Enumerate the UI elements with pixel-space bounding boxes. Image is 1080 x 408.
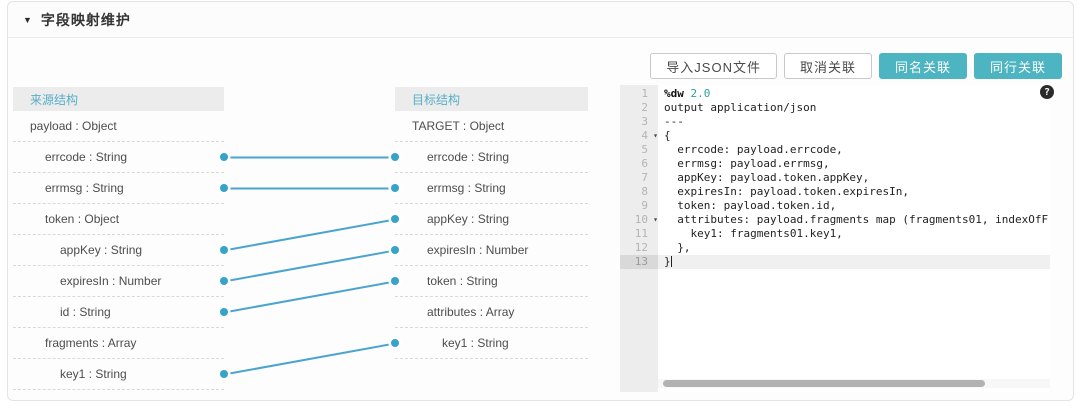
target-field-row[interactable]: errcode : String: [395, 142, 588, 173]
target-panel-title: 目标结构: [395, 87, 588, 111]
target-field-row[interactable]: token : String: [395, 266, 588, 297]
field-label: appKey : String: [60, 243, 142, 257]
line-number: 2: [620, 101, 658, 115]
target-field-row[interactable]: TARGET : Object: [395, 111, 588, 142]
same-name-association-button[interactable]: 同名关联: [879, 53, 967, 79]
connector-dot[interactable]: [220, 370, 228, 378]
code-line[interactable]: key1: fragments01.key1,: [658, 227, 1050, 241]
connector-dot[interactable]: [220, 277, 228, 285]
field-label: token : Object: [45, 212, 119, 226]
code-line[interactable]: {: [658, 129, 1050, 143]
code-line[interactable]: token: payload.token.id,: [658, 199, 1050, 213]
target-field-row[interactable]: errmsg : String: [395, 173, 588, 204]
horizontal-scrollbar-thumb[interactable]: [663, 380, 985, 387]
field-label: errcode : String: [427, 150, 509, 164]
field-label: key1 : String: [442, 336, 509, 350]
same-row-association-button[interactable]: 同行关联: [974, 53, 1062, 79]
source-panel-title: 来源结构: [13, 87, 224, 111]
dataweave-code-editor[interactable]: 1234▾5678910▾111213 %dw 2.0output applic…: [620, 85, 1050, 392]
source-rows: payload : Object errcode : String errmsg…: [13, 111, 224, 390]
code-line[interactable]: attributes: payload.fragments map (fragm…: [658, 213, 1050, 227]
source-structure-panel: 来源结构 payload : Object errcode : String e…: [13, 87, 224, 390]
field-label: attributes : Array: [427, 305, 514, 319]
code-line[interactable]: }: [658, 255, 1050, 269]
line-number: 11: [620, 227, 658, 241]
field-label: key1 : String: [60, 367, 127, 381]
editor-gutter: 1234▾5678910▾111213: [620, 85, 658, 392]
field-label: errcode : String: [45, 150, 127, 164]
source-field-row[interactable]: errmsg : String: [13, 173, 224, 204]
line-number: 7: [620, 171, 658, 185]
line-number: 8: [620, 185, 658, 199]
field-label: payload : Object: [30, 119, 117, 133]
connector-dot[interactable]: [220, 308, 228, 316]
connector-dot[interactable]: [391, 339, 399, 347]
field-label: expiresIn : Number: [427, 243, 528, 257]
source-field-row[interactable]: fragments : Array: [13, 328, 224, 359]
line-number: 1: [620, 87, 658, 101]
target-rows: TARGET : Object errcode : String errmsg …: [395, 111, 588, 359]
cancel-association-button[interactable]: 取消关联: [784, 53, 872, 79]
code-line[interactable]: },: [658, 241, 1050, 255]
field-label: fragments : Array: [45, 336, 136, 350]
collapse-caret-icon[interactable]: ▼: [23, 15, 32, 25]
line-number: 3: [620, 115, 658, 129]
code-line[interactable]: errcode: payload.errcode,: [658, 143, 1050, 157]
connector-dot[interactable]: [391, 277, 399, 285]
line-number: 12: [620, 241, 658, 255]
section-header: ▼ 字段映射维护: [8, 2, 1073, 38]
field-label: errmsg : String: [45, 181, 124, 195]
code-line[interactable]: output application/json: [658, 101, 1050, 115]
help-icon[interactable]: ?: [1040, 85, 1054, 99]
line-number: 6: [620, 157, 658, 171]
target-structure-panel: 目标结构 TARGET : Object errcode : String er…: [395, 87, 588, 359]
target-field-row[interactable]: attributes : Array: [395, 297, 588, 328]
code-line[interactable]: ---: [658, 115, 1050, 129]
connector-dot[interactable]: [391, 184, 399, 192]
code-line[interactable]: expiresIn: payload.token.expiresIn,: [658, 185, 1050, 199]
connector-dot[interactable]: [220, 184, 228, 192]
connector-dot[interactable]: [391, 215, 399, 223]
connector-dot[interactable]: [391, 246, 399, 254]
line-number: 5: [620, 143, 658, 157]
line-number: 13: [620, 255, 658, 269]
field-label: errmsg : String: [427, 181, 506, 195]
line-number: 4▾: [620, 129, 658, 143]
line-number: 9: [620, 199, 658, 213]
code-line[interactable]: appKey: payload.token.appKey,: [658, 171, 1050, 185]
target-field-row[interactable]: key1 : String: [395, 328, 588, 359]
text-cursor: [671, 256, 673, 267]
field-label: id : String: [60, 305, 111, 319]
connector-dot[interactable]: [220, 153, 228, 161]
code-line[interactable]: errmsg: payload.errmsg,: [658, 157, 1050, 171]
source-field-row[interactable]: payload : Object: [13, 111, 224, 142]
source-field-row[interactable]: errcode : String: [13, 142, 224, 173]
source-field-row[interactable]: appKey : String: [13, 235, 224, 266]
field-label: token : String: [427, 274, 498, 288]
source-field-row[interactable]: token : Object: [13, 204, 224, 235]
toolbar: 导入JSON文件 取消关联 同名关联 同行关联: [650, 53, 1062, 79]
source-field-row[interactable]: expiresIn : Number: [13, 266, 224, 297]
source-field-row[interactable]: key1 : String: [13, 359, 224, 390]
target-field-row[interactable]: expiresIn : Number: [395, 235, 588, 266]
connector-dot[interactable]: [220, 246, 228, 254]
editor-code-area[interactable]: %dw 2.0output application/json---{ errco…: [658, 85, 1050, 392]
section-title: 字段映射维护: [41, 10, 131, 30]
code-line[interactable]: %dw 2.0: [658, 87, 1050, 101]
import-json-button[interactable]: 导入JSON文件: [650, 53, 777, 79]
field-label: expiresIn : Number: [60, 274, 161, 288]
field-label: appKey : String: [427, 212, 509, 226]
source-field-row[interactable]: id : String: [13, 297, 224, 328]
connector-dot[interactable]: [391, 153, 399, 161]
target-field-row[interactable]: appKey : String: [395, 204, 588, 235]
line-number: 10▾: [620, 213, 658, 227]
field-label: TARGET : Object: [412, 119, 504, 133]
